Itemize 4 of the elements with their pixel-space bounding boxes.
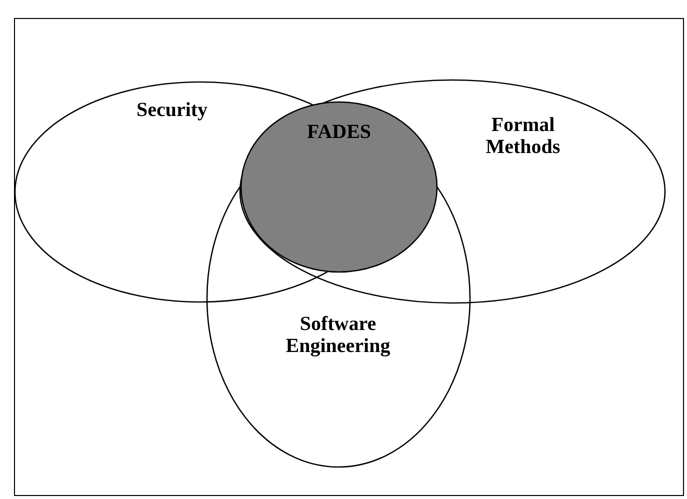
set-label: Software Engineering bbox=[284, 313, 392, 357]
set-label: Security bbox=[135, 99, 209, 121]
set-label: FADES bbox=[306, 121, 372, 143]
set-label: Formal Methods bbox=[484, 114, 562, 158]
